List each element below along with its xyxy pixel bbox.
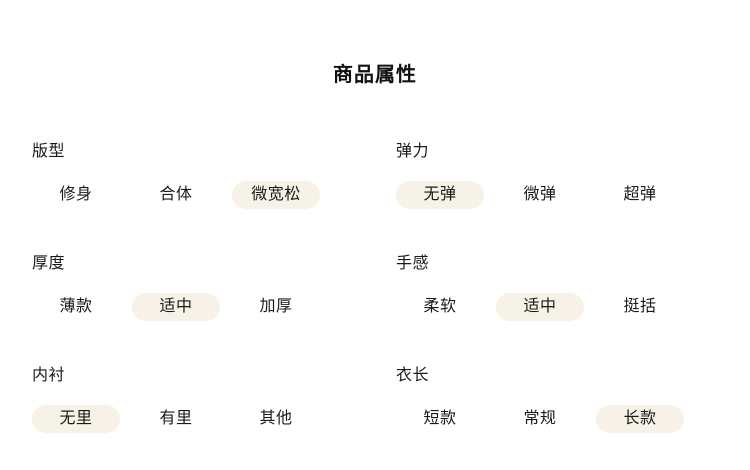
attribute-options-row: 无里 有里 其他 bbox=[32, 405, 356, 433]
attribute-group-label: 厚度 bbox=[32, 255, 66, 272]
option-pill[interactable]: 微弹 bbox=[523, 186, 557, 203]
option-pill-selected[interactable]: 适中 bbox=[496, 293, 584, 321]
attribute-options-row: 柔软 适中 挺括 bbox=[396, 293, 720, 321]
option-pill-selected[interactable]: 无弹 bbox=[396, 181, 484, 209]
attribute-group: 版型 修身 合体 微宽松 bbox=[32, 137, 356, 209]
attribute-group-label: 内衬 bbox=[32, 367, 66, 384]
attribute-groups: 版型 修身 合体 微宽松 弹力 无弹 微弹 超弹 厚度 薄款 适中 加厚 手感 柔软 适中 挺括… bbox=[0, 137, 750, 433]
option-pill[interactable]: 薄款 bbox=[59, 298, 93, 315]
option-pill[interactable]: 常规 bbox=[523, 410, 557, 427]
option-pill[interactable]: 有里 bbox=[159, 410, 193, 427]
option-pill[interactable]: 合体 bbox=[159, 186, 193, 203]
attribute-options-row: 薄款 适中 加厚 bbox=[32, 293, 356, 321]
attribute-group: 衣长 短款 常规 长款 bbox=[396, 361, 720, 433]
option-pill-selected[interactable]: 微宽松 bbox=[232, 181, 320, 209]
attribute-group-label: 弹力 bbox=[396, 143, 430, 160]
option-pill[interactable]: 挺括 bbox=[623, 298, 657, 315]
option-pill-selected[interactable]: 无里 bbox=[32, 405, 120, 433]
option-pill-selected[interactable]: 长款 bbox=[596, 405, 684, 433]
attribute-group: 弹力 无弹 微弹 超弹 bbox=[396, 137, 720, 209]
attribute-group-label: 衣长 bbox=[396, 367, 430, 384]
attribute-options-row: 修身 合体 微宽松 bbox=[32, 181, 356, 209]
attribute-group-label: 手感 bbox=[396, 255, 430, 272]
attribute-group-label: 版型 bbox=[32, 143, 66, 160]
option-pill[interactable]: 加厚 bbox=[259, 298, 293, 315]
attribute-group: 内衬 无里 有里 其他 bbox=[32, 361, 356, 433]
option-pill[interactable]: 其他 bbox=[259, 410, 293, 427]
attribute-group: 厚度 薄款 适中 加厚 bbox=[32, 249, 356, 321]
option-pill-selected[interactable]: 适中 bbox=[132, 293, 220, 321]
option-pill[interactable]: 修身 bbox=[59, 186, 93, 203]
option-pill[interactable]: 超弹 bbox=[623, 186, 657, 203]
attribute-options-row: 无弹 微弹 超弹 bbox=[396, 181, 720, 209]
option-pill[interactable]: 短款 bbox=[423, 410, 457, 427]
attribute-options-row: 短款 常规 长款 bbox=[396, 405, 720, 433]
page-title: 商品属性 bbox=[333, 64, 417, 86]
attribute-group: 手感 柔软 适中 挺括 bbox=[396, 249, 720, 321]
option-pill[interactable]: 柔软 bbox=[423, 298, 457, 315]
